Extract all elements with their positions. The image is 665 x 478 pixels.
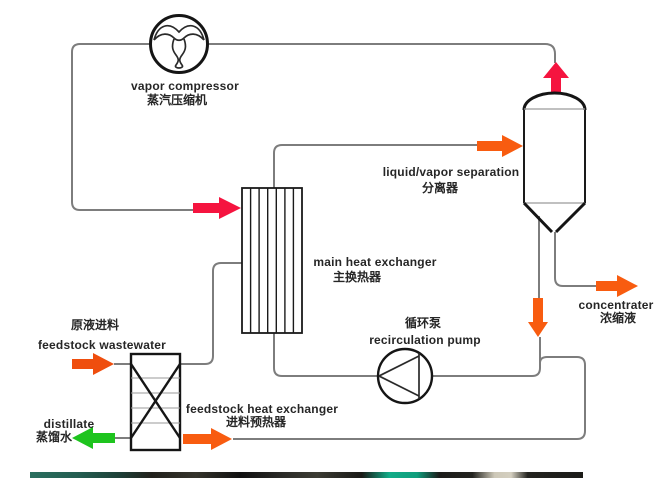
feed-inlet-arrow-icon <box>72 353 114 375</box>
main-hx-label-en: main heat exchanger <box>313 255 437 269</box>
pipe-junction-to-pump <box>432 337 541 377</box>
pump-icon <box>376 347 434 405</box>
pipe-separator-to-concentrate <box>554 232 597 287</box>
distillate-label-en: distillate <box>43 417 95 431</box>
compressed-vapor-arrow-icon <box>193 197 241 219</box>
separator-label-zh: 分离器 <box>421 181 459 195</box>
preheated-feed-arrow-icon <box>183 428 232 450</box>
separator-label-en: liquid/vapor separation <box>382 165 520 179</box>
bottom-thumbnail-strip <box>30 472 583 478</box>
main-hx-label-zh: 主换热器 <box>332 270 382 284</box>
feed-hx-label-en: feedstock heat exchanger <box>185 402 339 416</box>
distillate-label-zh: 蒸馏水 <box>35 430 73 444</box>
feed-hx-label-zh: 进料预热器 <box>225 415 287 429</box>
flow-arrows <box>72 62 638 450</box>
feedstock-heat-exchanger-icon <box>129 352 182 452</box>
compressor-label-en: vapor compressor <box>131 79 239 93</box>
separator-inlet-arrow-icon <box>477 135 523 157</box>
separator-bottom-down-arrow-icon <box>528 298 548 337</box>
pump-label-en: recirculation pump <box>369 333 481 347</box>
pipe-main-hx-to-feed-hx-condensate <box>180 262 242 365</box>
pipe-network <box>71 43 597 440</box>
pump-label-zh: 循环泵 <box>404 316 442 330</box>
pipe-compressor-to-main-hx <box>71 43 193 211</box>
concentrate-label-en: concentrater <box>578 298 654 312</box>
feed-label-en: feedstock wastewater <box>37 338 167 352</box>
pipe-main-hx-to-separator <box>273 144 477 188</box>
compressor-label-zh: 蒸汽压缩机 <box>146 93 208 107</box>
vapor-up-arrow-icon <box>543 62 569 95</box>
pipe-pump-to-main-hx <box>273 333 379 377</box>
distillate-arrow-icon <box>72 427 115 449</box>
concentrate-arrow-icon <box>596 275 638 297</box>
concentrate-label-zh: 浓缩液 <box>599 311 637 325</box>
pipe-separator-to-compressor <box>208 43 556 63</box>
separator-icon <box>522 91 587 234</box>
compressor-icon <box>149 14 209 74</box>
pipe-feed-hx-to-junction-loop <box>233 356 586 440</box>
feed-label-zh: 原液进料 <box>70 318 120 332</box>
main-heat-exchanger-icon <box>241 187 303 334</box>
